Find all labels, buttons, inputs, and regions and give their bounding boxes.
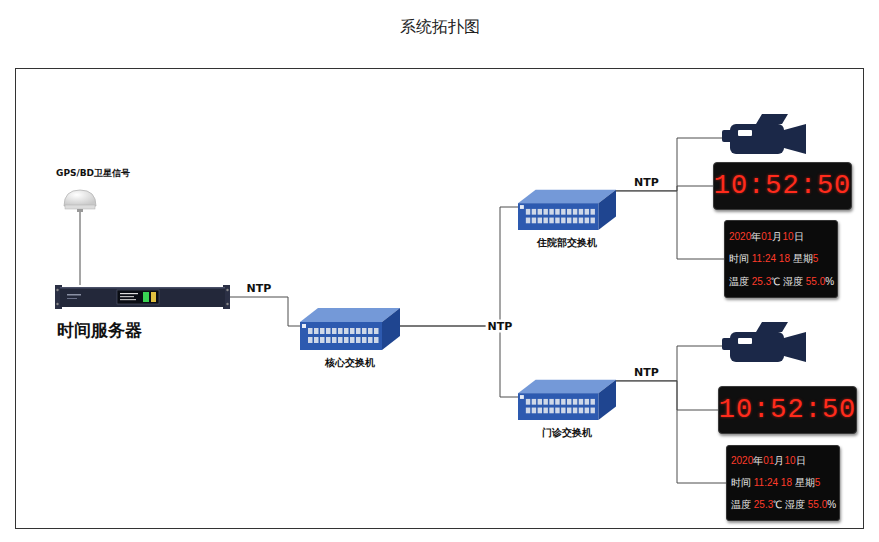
camera-line: [677, 138, 722, 139]
display-digits: 25.3: [752, 276, 771, 287]
display-characters: 温度: [731, 499, 754, 510]
clock-digits: 10:52:50: [714, 171, 852, 201]
network-switch: 住院部交换机: [518, 184, 616, 230]
display-characters: 日: [796, 455, 806, 466]
camera-line: [677, 346, 722, 347]
display-digits: 01: [763, 455, 774, 466]
display-digits: 25.3: [754, 499, 773, 510]
display-digits: 11:24: [752, 253, 776, 264]
switch-graphic: [300, 302, 400, 350]
display-digits: 2020: [729, 231, 751, 242]
display-line: 2020年01月10日: [729, 230, 833, 244]
display-characters: [778, 477, 781, 488]
display-digits: 10: [784, 455, 795, 466]
antenna-graphic: [62, 188, 98, 212]
display-characters: %: [825, 276, 834, 287]
camera-branch-lower: [677, 346, 722, 381]
display-characters: ℃ 湿度: [771, 276, 806, 287]
digital-clock: 10:52:50: [713, 162, 852, 210]
display-line: 温度 25.3℃ 湿度 55.0%: [731, 498, 835, 512]
display-characters: 时间: [731, 477, 754, 488]
server-label: 时间服务器: [57, 319, 142, 342]
display-digits: 01: [761, 231, 772, 242]
server-graphic: [55, 285, 230, 309]
display-characters: ℃ 湿度: [773, 499, 808, 510]
camera-icon: [722, 322, 806, 362]
switch-label: 门诊交换机: [542, 426, 592, 440]
display-line: 温度 25.3℃ 湿度 55.0%: [729, 275, 833, 289]
display-characters: %: [827, 499, 836, 510]
edge-label: NTP: [486, 320, 515, 333]
display-characters: 星期: [790, 253, 813, 264]
display-digits: 2020: [731, 455, 753, 466]
switch-graphic: [518, 374, 616, 420]
display-line: 2020年01月10日: [731, 454, 835, 468]
switch-label: 住院部交换机: [537, 236, 597, 250]
network-switch: 门诊交换机: [518, 374, 616, 420]
display-characters: 温度: [729, 276, 752, 287]
connector-line: [616, 381, 726, 483]
display-digits: 55.0: [808, 499, 827, 510]
display-characters: 时间: [729, 253, 752, 264]
display-characters: 月: [774, 455, 784, 466]
edge-label: NTP: [632, 365, 661, 378]
time-server: 时间服务器: [55, 285, 230, 309]
bracket-line: [677, 346, 678, 381]
clock-digits: 10:52:50: [719, 395, 857, 425]
display-characters: 年: [751, 231, 761, 242]
display-digits: 18: [779, 253, 790, 264]
edge-label: NTP: [632, 175, 661, 188]
diagram-title: 系统拓扑图: [0, 17, 879, 38]
display-line: 时间 11:24 18 星期5: [731, 476, 835, 490]
display-digits: 18: [781, 477, 792, 488]
connector-line: [400, 326, 518, 397]
camera-icon: [722, 114, 806, 154]
edge-label: NTP: [245, 282, 274, 295]
display-characters: 年: [753, 455, 763, 466]
display-characters: 月: [772, 231, 782, 242]
connector-line: [230, 297, 300, 326]
switch-graphic: [518, 184, 616, 230]
connector-line: [80, 212, 81, 285]
display-characters: 星期: [792, 477, 815, 488]
network-switch: 核心交换机: [300, 302, 400, 350]
digital-clock: 10:52:50: [718, 386, 857, 434]
connector-line: [616, 381, 718, 410]
calendar-display: 2020年01月10日时间 11:24 18 星期5温度 25.3℃ 湿度 55…: [724, 220, 838, 298]
gps-antenna: GPS/BD卫星信号: [62, 188, 98, 212]
display-characters: [776, 253, 779, 264]
connector-line: [400, 207, 518, 326]
bracket-line: [677, 138, 678, 191]
display-digits: 11:24: [754, 477, 778, 488]
display-line: 时间 11:24 18 星期5: [729, 252, 833, 266]
display-digits: 55.0: [806, 276, 825, 287]
display-digits: 5: [815, 477, 821, 488]
display-characters: 日: [794, 231, 804, 242]
antenna-label: GPS/BD卫星信号: [56, 167, 130, 180]
calendar-display: 2020年01月10日时间 11:24 18 星期5温度 25.3℃ 湿度 55…: [726, 445, 840, 521]
connector-line: [616, 191, 724, 259]
display-digits: 10: [782, 231, 793, 242]
connector-line: [616, 186, 713, 191]
switch-label: 核心交换机: [325, 356, 375, 370]
display-digits: 5: [813, 253, 819, 264]
